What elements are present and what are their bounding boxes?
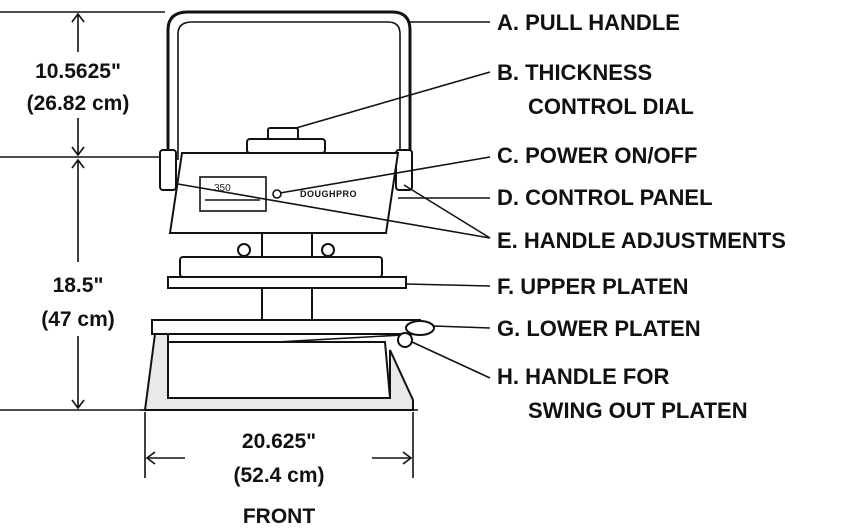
column-assembly xyxy=(179,232,383,278)
label-control-panel: D. CONTROL PANEL xyxy=(497,185,713,210)
upper-platen xyxy=(167,276,407,289)
lower-platen xyxy=(151,319,435,349)
panel-brand: DOUGHPRO xyxy=(300,189,357,199)
mid-height-inches: 18.5" xyxy=(53,274,104,297)
label-control-dial: CONTROL DIAL xyxy=(528,94,694,119)
mid-height-cm: (47 cm) xyxy=(41,308,115,331)
lower-column xyxy=(261,287,313,323)
leader-lines xyxy=(177,21,491,379)
top-height-inches: 10.5625" xyxy=(35,60,121,83)
label-thickness: B. THICKNESS xyxy=(497,60,652,85)
width-cm: (52.4 cm) xyxy=(233,464,324,487)
base xyxy=(140,333,418,411)
label-power: C. POWER ON/OFF xyxy=(497,143,697,168)
label-handle-for: H. HANDLE FOR xyxy=(497,364,669,389)
label-upper-platen: F. UPPER PLATEN xyxy=(497,274,689,299)
label-swing-out-platen: SWING OUT PLATEN xyxy=(528,398,748,423)
height-dimension-lines xyxy=(0,11,168,411)
width-inches: 20.625" xyxy=(242,430,316,453)
label-lower-platen: G. LOWER PLATEN xyxy=(497,316,701,341)
panel-display: 350 xyxy=(214,183,231,194)
thickness-control-dial xyxy=(246,127,326,154)
width-dimension-lines xyxy=(144,412,414,478)
label-handle-adjustments: E. HANDLE ADJUSTMENTS xyxy=(497,228,786,253)
view-label: FRONT xyxy=(243,505,315,528)
pull-handle xyxy=(159,10,413,191)
top-height-cm: (26.82 cm) xyxy=(27,92,130,115)
label-pull-handle: A. PULL HANDLE xyxy=(497,10,680,35)
